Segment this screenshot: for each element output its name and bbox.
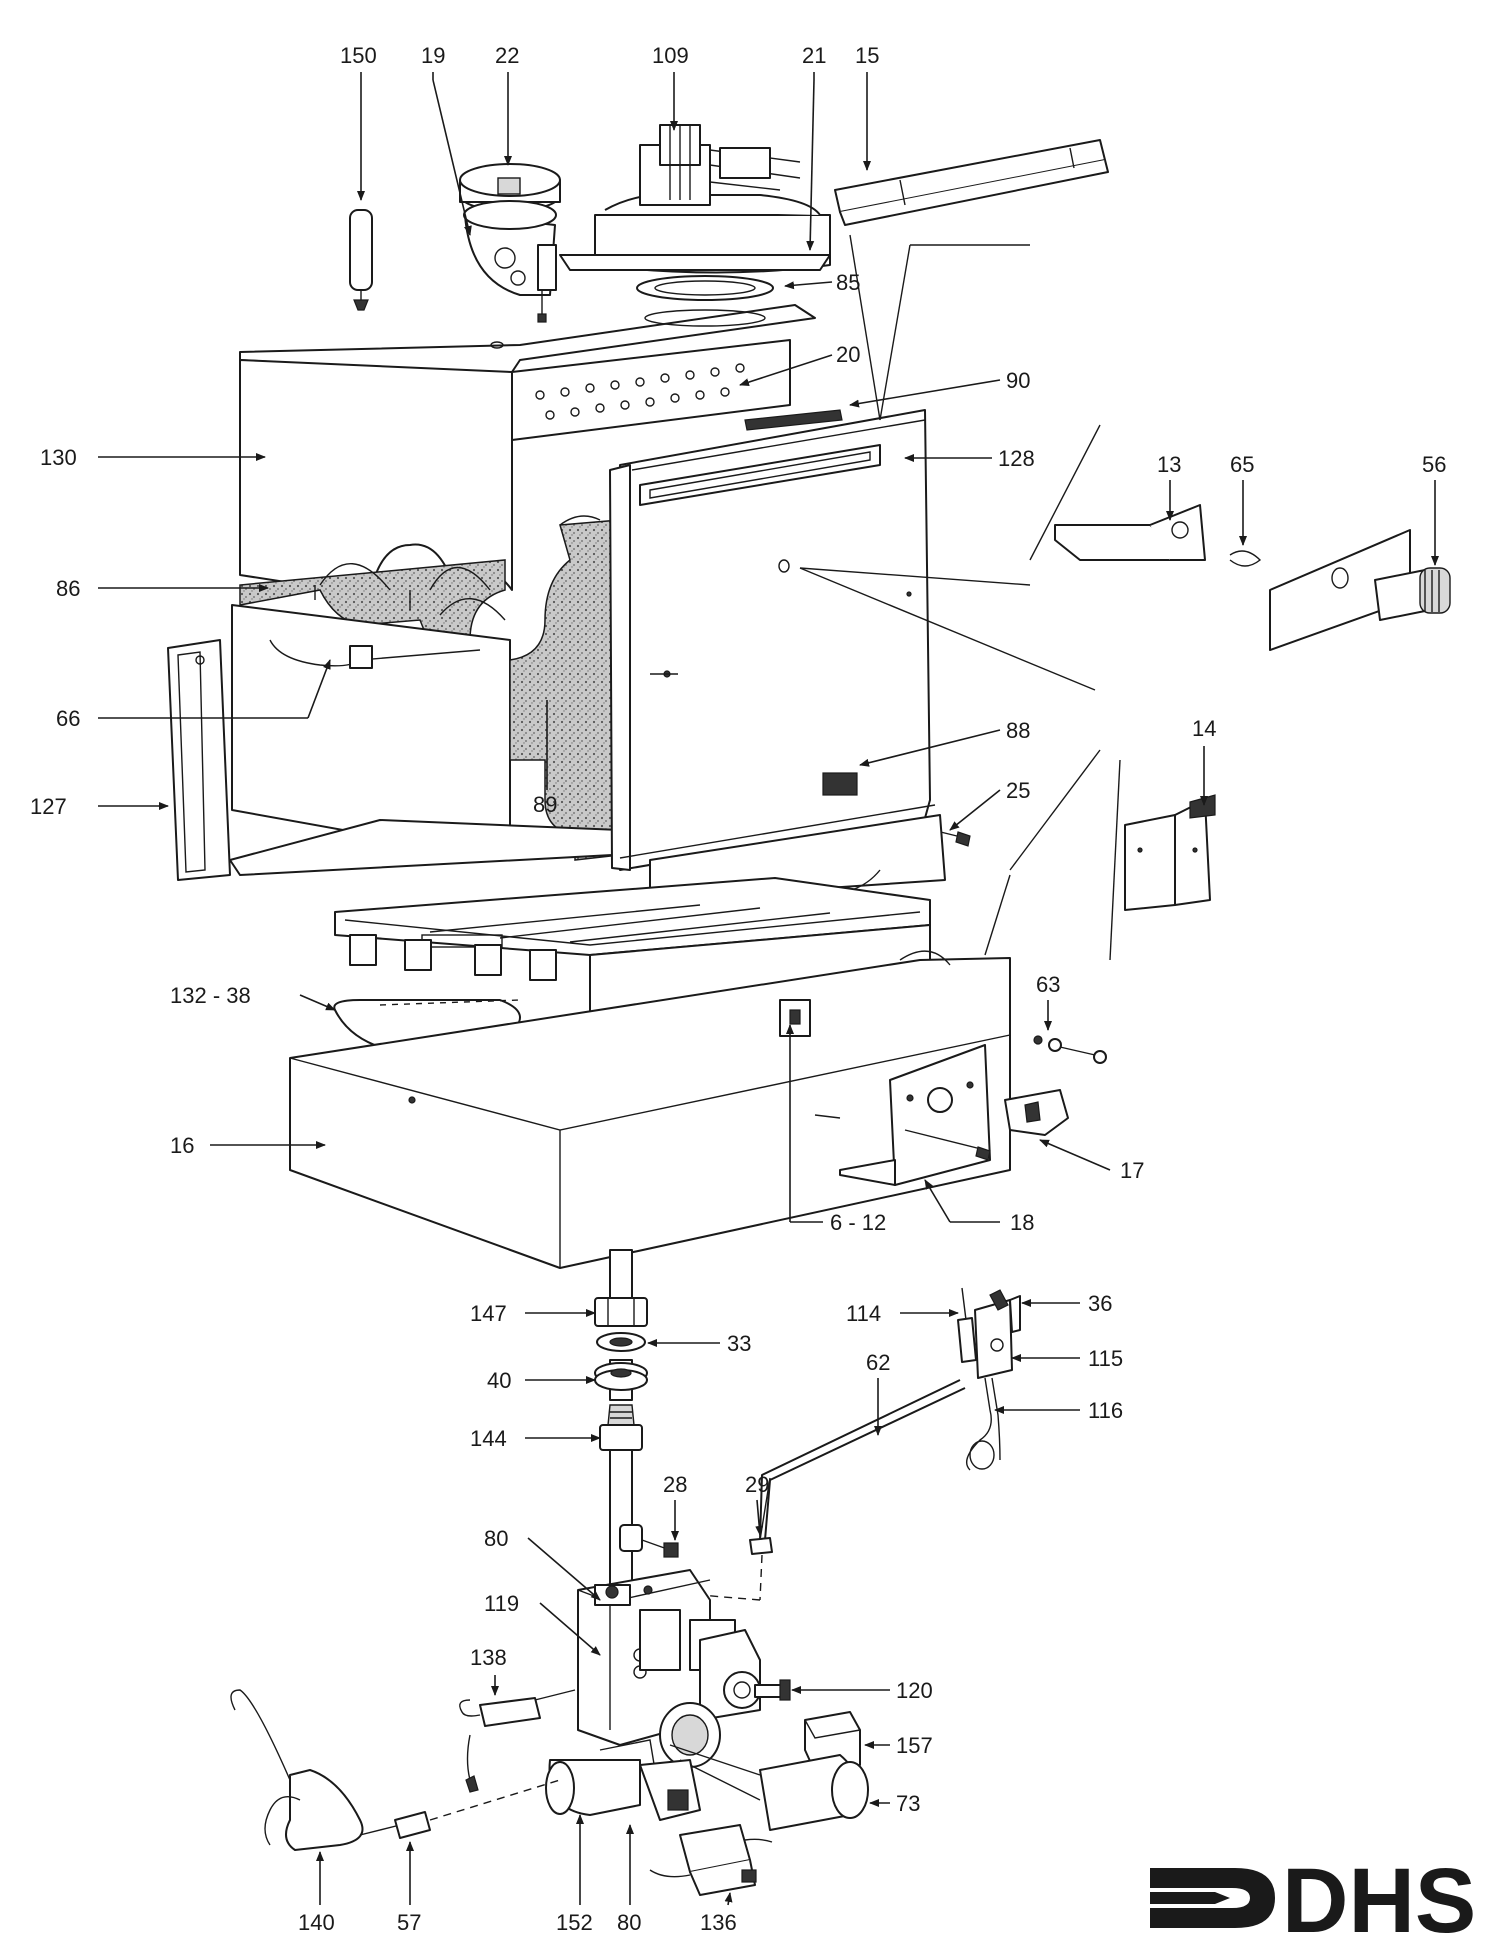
detail-pointers [799, 234, 1121, 961]
callout-132-38: 132 - 38 [170, 983, 251, 1008]
callout-114: 114 [846, 1301, 881, 1326]
baffle-plate-20 [511, 339, 791, 441]
spring-clip-65 [1229, 550, 1262, 567]
adjust-screw-28 [619, 1524, 679, 1558]
callout-33: 33 [727, 1331, 751, 1356]
callout-17: 17 [1120, 1158, 1144, 1183]
callout-147: 147 [470, 1301, 507, 1326]
callout-90: 90 [1006, 368, 1030, 393]
callout-109: 109 [652, 43, 689, 68]
callout-66: 66 [56, 706, 80, 731]
control-knob-157 [804, 1711, 861, 1773]
callout-65: 65 [1230, 452, 1254, 477]
operator-120 [699, 1629, 791, 1721]
callout-62: 62 [866, 1350, 890, 1375]
callout-28: 28 [663, 1472, 687, 1497]
callout-73: 73 [896, 1791, 920, 1816]
callout-144: 144 [470, 1426, 507, 1451]
cable-harness-66 [269, 639, 481, 669]
callout-150: 150 [340, 43, 377, 68]
callout-6-12: 6 - 12 [830, 1210, 886, 1235]
callout-128: 128 [998, 446, 1035, 471]
callout-15: 15 [855, 43, 879, 68]
ring-gasket-85 [636, 275, 774, 301]
callout-152: 152 [556, 1910, 593, 1935]
callout-140: 140 [298, 1910, 335, 1935]
washer-33 [596, 1332, 646, 1352]
callout-86: 86 [56, 576, 80, 601]
flue-elbow-19 [463, 200, 557, 323]
pilot-tube-62 [759, 1379, 966, 1541]
callout-119: 119 [484, 1591, 519, 1616]
callout-80-top: 80 [484, 1526, 508, 1551]
callout-25: 25 [1006, 778, 1030, 803]
callout-88: 88 [1006, 718, 1030, 743]
callout-116: 116 [1088, 1398, 1123, 1423]
callout-57: 57 [397, 1910, 421, 1935]
chamber-floor [229, 819, 621, 876]
fan-gasket-21 [559, 254, 831, 271]
nut-40 [594, 1362, 648, 1391]
callout-63: 63 [1036, 972, 1060, 997]
dhs-logo-arrow-icon [1150, 1868, 1275, 1928]
rating-label-88 [822, 772, 858, 796]
bracket-13 [1054, 504, 1206, 561]
callout-21: 21 [802, 43, 826, 68]
sensor-probe-150 [349, 209, 373, 311]
callout-120: 120 [896, 1678, 933, 1703]
compression-fitting-57 [394, 1779, 561, 1839]
sensor-probe-140 [230, 1689, 401, 1851]
thermostat-sensor-138 [459, 1689, 576, 1793]
screw-set-63 [1033, 1035, 1107, 1064]
callout-13: 13 [1157, 452, 1181, 477]
front-panel-128 [609, 409, 936, 871]
dhs-logo-text: DHS [1282, 1850, 1476, 1952]
callout-16: 16 [170, 1133, 194, 1158]
callout-157: 157 [896, 1733, 933, 1758]
side-panel-130 [239, 359, 513, 596]
callout-36: 36 [1088, 1291, 1112, 1316]
callout-14: 14 [1192, 716, 1216, 741]
callout-85: 85 [836, 270, 860, 295]
mounting-bracket-18 [814, 1044, 991, 1186]
sight-glass-56 [1269, 529, 1451, 651]
solenoid-136 [649, 1824, 773, 1896]
gasket-strip-90 [744, 409, 843, 431]
rear-insulation-89 [509, 515, 621, 861]
callout-18: 18 [1010, 1210, 1034, 1235]
bracket-rail-15 [834, 139, 1109, 226]
callout-127: 127 [30, 794, 67, 819]
callout-leaders [98, 72, 1439, 1906]
callout-40: 40 [487, 1368, 511, 1393]
pilot-cover-17 [1004, 1089, 1069, 1136]
callout-labels: 150 19 22 109 21 15 85 20 90 130 128 13 … [30, 43, 1446, 1935]
thermocouple-lead-116 [966, 1377, 1001, 1471]
lock-nut-147 [594, 1297, 648, 1327]
callout-115: 115 [1088, 1346, 1123, 1371]
pilot-assembly [957, 1287, 1021, 1379]
callout-19: 19 [421, 43, 445, 68]
callout-130: 130 [40, 445, 77, 470]
callout-138: 138 [470, 1645, 507, 1670]
valve-base-152 [545, 1739, 701, 1821]
callout-56: 56 [1422, 452, 1446, 477]
callout-89: 89 [533, 792, 557, 817]
callout-29: 29 [745, 1472, 769, 1497]
callout-136: 136 [700, 1910, 737, 1935]
side-rail-127 [167, 639, 231, 881]
chamber-inner-panel [231, 563, 511, 861]
dhs-logo: DHS [1150, 1850, 1476, 1952]
callout-80-bottom: 80 [617, 1910, 641, 1935]
side-bracket-14 [1124, 794, 1216, 911]
callout-22: 22 [495, 43, 519, 68]
fan-assembly-109 [594, 124, 831, 274]
burner-enclosure-16 [289, 950, 1011, 1269]
callout-20: 20 [836, 342, 860, 367]
pipe-fitting-144 [599, 1404, 643, 1451]
